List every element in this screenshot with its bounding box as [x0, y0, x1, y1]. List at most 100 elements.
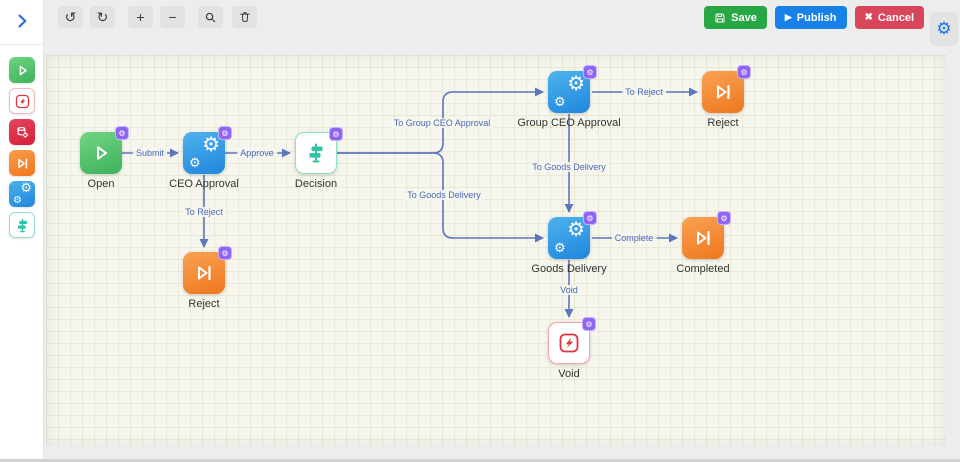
palette-decision-node[interactable] [9, 212, 35, 238]
edge-label[interactable]: To Reject [182, 207, 226, 217]
save-label: Save [731, 11, 757, 24]
task-node-box[interactable]: ⚙⚙ ⚙ [548, 211, 597, 259]
trash-icon [239, 12, 250, 22]
palette-service-task-node[interactable] [9, 119, 35, 145]
zoom-in-button[interactable]: + [128, 6, 153, 28]
palette-start-node[interactable] [9, 57, 35, 83]
publish-button[interactable]: ▶ Publish [774, 6, 847, 29]
node-reject-top: ⚙ Reject [702, 65, 751, 129]
redo-button[interactable]: ↻ [90, 6, 115, 28]
edge-label[interactable]: To Group CEO Approval [390, 118, 494, 128]
node-label: Reject [188, 298, 220, 310]
sidebar-expand-button[interactable] [11, 8, 33, 34]
gear-icon: ⚙ [586, 213, 594, 223]
node-settings-badge[interactable]: ⚙ [583, 211, 597, 225]
zoom-out-button[interactable]: − [160, 6, 185, 28]
edges-layer [122, 87, 698, 318]
redo-icon: ↻ [96, 9, 109, 25]
terminate-node-box[interactable]: ⚙ [548, 317, 596, 364]
node-decision: ⚙ Decision [295, 127, 343, 190]
undo-button[interactable]: ↺ [58, 6, 83, 28]
node-settings-badge[interactable]: ⚙ [737, 65, 751, 79]
gears-icon: ⚙⚙ [189, 134, 220, 170]
node-settings-badge[interactable]: ⚙ [329, 127, 343, 141]
delete-button[interactable] [232, 6, 257, 28]
node-label: Group CEO Approval [517, 117, 621, 129]
gear-icon: ⚙ [221, 128, 229, 138]
node-void: ⚙ Void [548, 317, 596, 380]
skip-end-icon [17, 157, 27, 169]
gear-icon: ⚙ [585, 319, 593, 329]
node-settings-badge[interactable]: ⚙ [582, 317, 596, 331]
terminate-icon [15, 94, 29, 108]
play-icon [97, 146, 107, 160]
node-goods-delivery: ⚙⚙ ⚙ Goods Delivery [531, 211, 607, 275]
skip-end-icon [697, 230, 710, 246]
search-button[interactable] [198, 6, 223, 28]
divider [0, 44, 43, 45]
window-edge [0, 459, 960, 462]
node-settings-badge[interactable]: ⚙ [717, 211, 731, 225]
gear-icon: ⚙ [586, 67, 594, 77]
node-completed: ⚙ Completed [676, 211, 731, 275]
plus-icon: + [136, 9, 145, 25]
save-button[interactable]: Save [704, 6, 767, 29]
canvas-world: Submit Approve To Group CEO Approval To … [60, 57, 940, 432]
node-settings-badge[interactable]: ⚙ [583, 65, 597, 79]
play-icon [19, 65, 27, 75]
end-node-box[interactable]: ⚙ [682, 211, 731, 259]
gears-icon: ⚙⚙ [554, 219, 585, 255]
task-node-box[interactable]: ⚙⚙ ⚙ [548, 65, 597, 113]
end-node-box[interactable]: ⚙ [702, 65, 751, 113]
node-group-ceo-approval: ⚙⚙ ⚙ Group CEO Approval [517, 65, 621, 129]
node-label: Decision [294, 178, 338, 190]
chevron-right-icon [18, 14, 27, 28]
palette-sidebar: ⚙ ⚙ [0, 0, 44, 462]
gear-icon: ⚙ [118, 128, 126, 138]
node-settings-badge[interactable]: ⚙ [218, 246, 232, 260]
cancel-x-icon: ✖ [864, 12, 873, 23]
action-buttons: Save ▶ Publish ✖ Cancel [704, 6, 924, 29]
gears-icon: ⚙⚙ [554, 73, 585, 109]
node-label: CEO Approval [169, 178, 239, 190]
edge-label[interactable]: Void [557, 285, 581, 295]
node-label: Open [87, 178, 115, 190]
palette-end-node[interactable] [9, 150, 35, 176]
palette-task-node[interactable]: ⚙ ⚙ [9, 180, 35, 207]
workflow-canvas[interactable]: Submit Approve To Group CEO Approval To … [46, 55, 946, 446]
gear-icon: ⚙ [221, 248, 229, 258]
gear-icon: ⚙ [720, 213, 728, 223]
node-label: Goods Delivery [531, 263, 607, 275]
node-reject-bottom: ⚙ Reject [183, 246, 232, 310]
end-node-box[interactable]: ⚙ [183, 246, 232, 294]
decision-node-box[interactable]: ⚙ [295, 127, 343, 174]
settings-button[interactable]: ⚙ [930, 12, 958, 46]
task-node-box[interactable]: ⚙⚙ ⚙ [183, 126, 232, 174]
edge-label[interactable]: To Goods Delivery [529, 162, 609, 172]
edge-label[interactable]: To Reject [622, 87, 666, 97]
minus-icon: − [168, 9, 177, 25]
node-label: Void [558, 368, 580, 380]
edge-label[interactable]: Approve [237, 148, 277, 158]
cancel-label: Cancel [877, 11, 914, 24]
signpost-icon [17, 218, 27, 232]
cancel-button[interactable]: ✖ Cancel [854, 6, 924, 29]
gears-icon: ⚙ ⚙ [13, 180, 32, 206]
database-gear-icon [16, 126, 29, 138]
node-ceo-approval: ⚙⚙ ⚙ CEO Approval [169, 126, 239, 190]
edge-label[interactable]: Complete [611, 233, 657, 243]
magnifier-icon [205, 12, 216, 22]
gear-icon: ⚙ [740, 67, 748, 77]
palette-terminate-node[interactable] [9, 88, 35, 114]
edge-label[interactable]: Submit [132, 148, 168, 158]
start-node-box[interactable]: ⚙ [80, 126, 129, 174]
node-settings-badge[interactable]: ⚙ [115, 126, 129, 140]
skip-end-icon [198, 265, 211, 281]
node-label: Reject [707, 117, 739, 129]
node-label: Completed [676, 263, 730, 275]
edge-label[interactable]: To Goods Delivery [404, 190, 484, 200]
node-settings-badge[interactable]: ⚙ [218, 126, 232, 140]
signpost-icon [309, 143, 323, 163]
save-icon [715, 13, 725, 22]
